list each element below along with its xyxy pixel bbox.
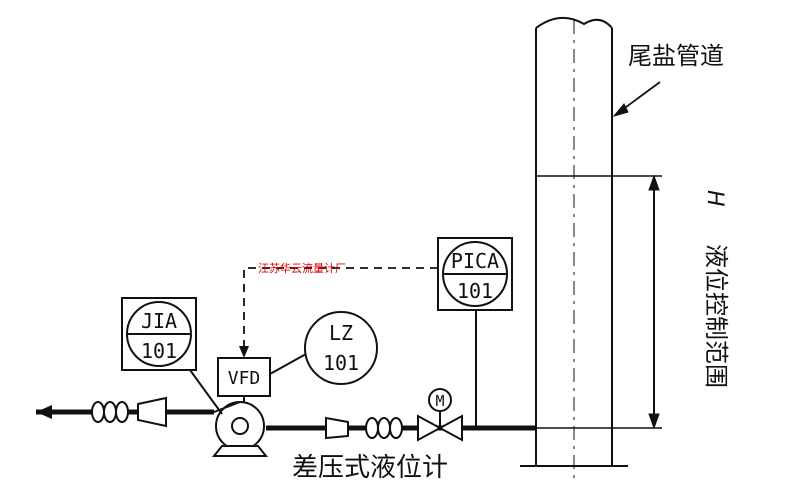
range-label-group: H [702,190,727,207]
pica-number: 101 [457,279,493,303]
pipe-top-cap [535,17,613,29]
lz-number: 101 [323,351,359,375]
range-text-group: 液位控制范围 [702,244,730,388]
jia-number: 101 [141,339,177,363]
vfd-label: VFD [228,368,261,389]
pump [211,401,269,457]
pipe-leader-arrow [612,81,661,117]
tailings-pipe [520,17,662,480]
pump-base [211,445,269,457]
pump-impeller [231,417,249,435]
range-dimension [648,174,660,430]
signal-arrow [239,346,249,358]
range-label: 液位控制范围 [702,244,730,388]
pipe-label: 尾盐管道 [628,42,724,70]
jia-instrument [121,297,197,371]
pica-instrument [437,237,513,311]
range-symbol: H [702,190,727,207]
watermark: 江苏华云流量计厂 [258,261,346,275]
outflow-arrow [36,405,52,419]
vfd-to-lz [269,353,307,375]
lz-tag: LZ [329,321,353,345]
motor-symbol: M [435,392,444,410]
motor-valve [417,388,463,442]
jia-to-pump [189,369,223,415]
discharge-fittings [91,396,167,428]
bottom-caption: 差压式液位计 [292,453,448,483]
lz-instrument [304,311,378,385]
pica-tag: PICA [451,249,499,273]
suction-fittings [325,416,403,440]
vfd-box [217,357,271,397]
motor-actuator [428,388,452,412]
jia-tag: JIA [141,309,177,333]
